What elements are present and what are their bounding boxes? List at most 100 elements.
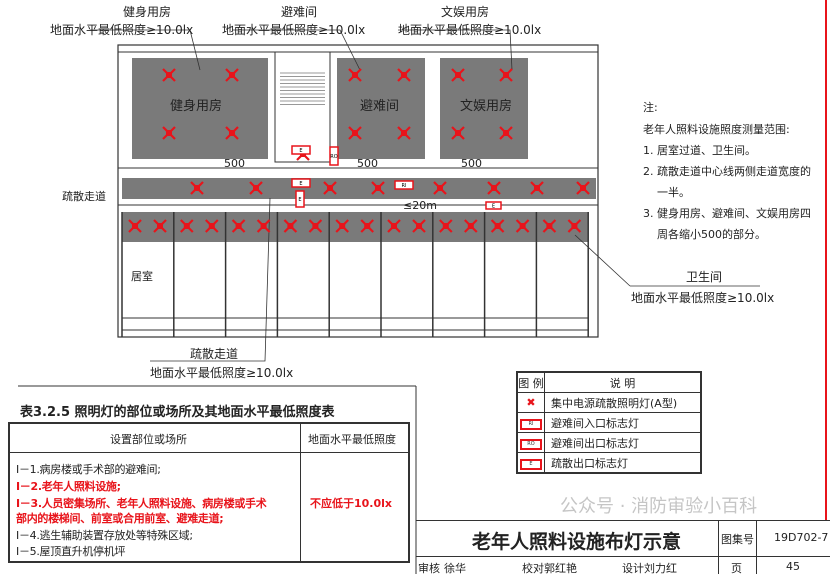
refuge-callout-req: 地面水平最低照度≥10.0lx — [222, 23, 366, 37]
recreation-callout-req: 地面水平最低照度≥10.0lx — [398, 23, 542, 37]
emergency-light-icon — [162, 68, 176, 82]
emergency-light-icon — [451, 126, 465, 140]
emergency-light-icon — [490, 219, 505, 233]
table-row: Ⅰ－3.人员密集场所、老年人照料设施、病房楼或手术 — [16, 497, 267, 510]
emergency-light-icon — [348, 126, 362, 140]
emergency-light-icon — [348, 68, 362, 82]
emergency-light-icon — [515, 219, 530, 233]
emergency-light-icon — [487, 181, 501, 195]
emergency-light-icon — [205, 219, 219, 233]
exit-sign-icon: E — [520, 459, 542, 470]
reviewer: 徐华 — [444, 562, 466, 574]
emergency-light-icon — [256, 219, 271, 233]
checker: 郭红艳 — [544, 562, 577, 574]
gym-room — [132, 58, 268, 159]
exit-sign-icon: E — [291, 145, 311, 155]
emergency-light-icon — [387, 219, 401, 233]
refuge-exit-sign-icon: RO — [520, 439, 542, 450]
atlas-label: 图集号 — [721, 533, 754, 546]
exit-sign-icon: E — [485, 201, 502, 210]
note-item: 周各缩小500的部分。 — [657, 228, 766, 241]
table-row: Ⅰ－5.屋顶直升机停机坪 — [16, 545, 126, 558]
emergency-light-icon — [397, 126, 411, 140]
leader-line — [574, 234, 631, 287]
table-header-illuminance: 地面水平最低照度 — [308, 433, 396, 446]
emergency-light-icon — [180, 219, 194, 233]
bedroom-label: 居室 — [131, 270, 153, 283]
emergency-light-icon — [308, 219, 323, 233]
refuge-room — [337, 58, 425, 159]
leader-line — [398, 29, 513, 71]
note-item: 1. 居室过道、卫生间。 — [643, 144, 756, 157]
gym-callout-title: 健身用房 — [123, 5, 172, 19]
recreation-room — [440, 58, 528, 159]
toilet-callout-title: 卫生间 — [686, 270, 723, 284]
svg-text:E: E — [299, 148, 302, 154]
corridor-callout-req: 地面水平最低照度≥10.0lx — [150, 366, 294, 380]
dim-500-1: 500 — [224, 157, 245, 170]
table-value: 不应低于10.0lx — [310, 497, 393, 510]
emergency-light-icon — [530, 181, 544, 195]
emergency-light-icon — [499, 68, 513, 82]
check-label: 校对 — [522, 562, 544, 574]
review-label: 审核 — [418, 562, 440, 574]
table-row: Ⅰ－4.逃生辅助装置存放处等特殊区域; — [16, 529, 193, 542]
legend-item: 避难间入口标志灯 — [544, 412, 702, 433]
emergency-light-icon: ✖ — [526, 396, 536, 409]
emergency-light-icon — [283, 219, 298, 233]
svg-text:E: E — [299, 181, 302, 187]
emergency-light-icon — [576, 181, 590, 195]
illuminance-table: 设置部位或场所 地面水平最低照度 Ⅰ－1.病房楼或手术部的避难间; Ⅰ－2.老年… — [8, 422, 410, 563]
emergency-light-icon — [335, 219, 349, 233]
table-row: Ⅰ－1.病房楼或手术部的避难间; — [16, 463, 161, 476]
recreation-label: 文娱用房 — [460, 99, 513, 114]
legend-item: 疏散出口标志灯 — [544, 452, 702, 474]
note-item: 3. 健身用房、避难间、文娱用房四 — [643, 207, 811, 220]
svg-text:RO: RO — [330, 154, 337, 160]
gym-callout-req: 地面水平最低照度≥10.0lx — [50, 23, 194, 37]
emergency-light-icon — [153, 219, 167, 233]
note-item: 一半。 — [657, 186, 690, 199]
emergency-light-icon — [371, 181, 385, 195]
table-row: Ⅰ－2.老年人照料设施; — [16, 480, 121, 493]
table-row: 部内的楼梯间、前室或合用前室、避难走道; — [16, 512, 224, 525]
emergency-light-icon — [433, 181, 447, 195]
building-outline — [117, 44, 599, 338]
watermark: 公众号 · 消防审验小百科 — [560, 496, 758, 517]
toilet-callout-req: 地面水平最低照度≥10.0lx — [631, 291, 775, 305]
refuge-exit-sign-icon: RO — [329, 146, 339, 166]
table-header-location: 设置部位或场所 — [110, 433, 187, 446]
page-number: 45 — [786, 560, 800, 573]
exit-sign-icon: E — [295, 190, 305, 208]
corridor — [122, 178, 596, 199]
gym-label: 健身用房 — [170, 99, 223, 114]
legend-header-desc: 说 明 — [544, 371, 702, 393]
corridor-label: 疏散走道 — [62, 190, 106, 203]
svg-text:E: E — [298, 197, 301, 203]
refuge-entry-sign-icon: RI — [520, 419, 542, 430]
refuge-callout-title: 避难间 — [281, 5, 318, 19]
toilet-band — [122, 212, 588, 242]
table-caption: 表3.2.5 照明灯的部位或场所及其地面水平最低照度表 — [20, 405, 335, 420]
emergency-light-icon — [499, 126, 513, 140]
emergency-light-icon — [451, 68, 465, 82]
designer: 刘力红 — [644, 562, 677, 574]
emergency-light-icon — [249, 181, 263, 195]
emergency-light-icon — [190, 181, 204, 195]
emergency-light-icon — [439, 219, 453, 233]
emergency-light-icon — [412, 219, 426, 233]
recreation-callout-title: 文娱用房 — [441, 5, 490, 19]
emergency-light-icon — [162, 126, 176, 140]
emergency-light-icon — [567, 219, 582, 233]
dim-20m: ≤20m — [403, 199, 437, 212]
design-label: 设计 — [622, 562, 644, 574]
emergency-light-icon — [225, 68, 239, 82]
notes-subtitle: 老年人照料设施照度测量范围: — [643, 123, 790, 136]
emergency-light-icon — [128, 219, 142, 233]
svg-text:RI: RI — [402, 183, 407, 189]
atlas-number: 19D702-7 — [774, 531, 829, 544]
refuge-label: 避难间 — [360, 99, 400, 114]
